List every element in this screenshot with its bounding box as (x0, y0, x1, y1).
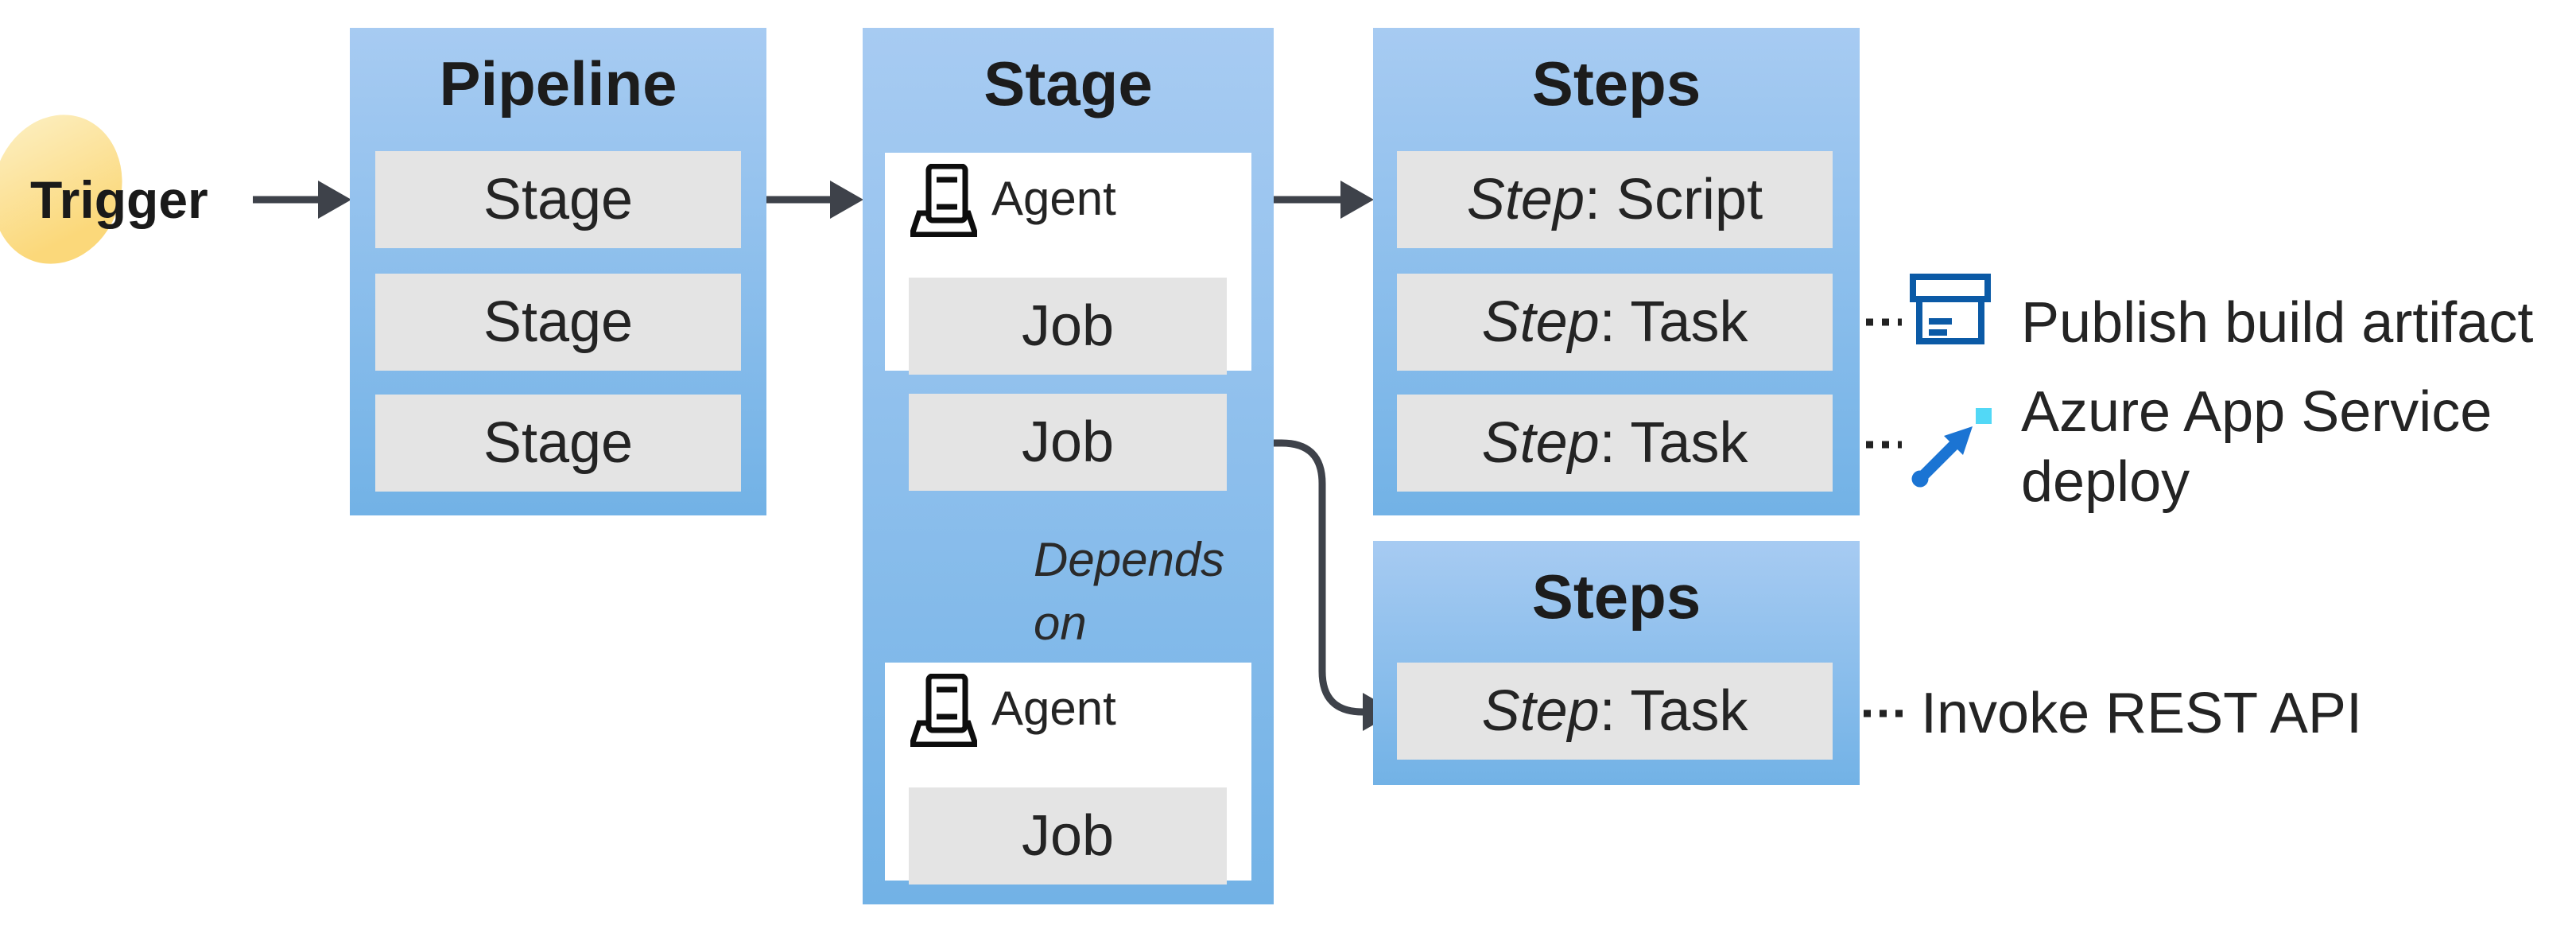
agent-icon (910, 674, 977, 747)
step-prefix: Step (1481, 411, 1600, 475)
steps-title: Steps (1531, 49, 1701, 119)
step-prefix: Step (1481, 290, 1600, 354)
azure-app-service-deploy-line1: Azure App Service (2021, 380, 2493, 444)
steps-secondary-box: Steps Step: Task (1373, 541, 1860, 785)
step-suffix: : Task (1599, 290, 1748, 354)
agent-group: Agent Job (885, 153, 1251, 375)
steps-box: Steps Step: Script Step: Task Step: Task (1373, 28, 1860, 515)
pipeline-stage-row: Stage (375, 395, 741, 492)
job-row: Job (909, 394, 1227, 491)
stage-title: Stage (983, 49, 1153, 119)
job-row: Job (909, 787, 1227, 885)
agent-group: Agent Job (885, 663, 1251, 885)
step-suffix: : Task (1599, 411, 1748, 475)
step-row: Step: Task (1397, 395, 1833, 492)
publish-build-artifact-icon (1910, 274, 1991, 344)
step-suffix: : Script (1585, 168, 1763, 231)
pipeline-to-stage-arrow (766, 181, 863, 219)
pipeline-box: Pipeline Stage Stage Stage (350, 28, 766, 515)
step-prefix: Step (1481, 679, 1600, 743)
step-row: Step: Task (1397, 663, 1833, 760)
job-row: Job (909, 278, 1227, 375)
depends-on-line1: Depends (1034, 533, 1225, 586)
step-row: Step: Task (1397, 274, 1833, 371)
pipeline-title: Pipeline (439, 49, 677, 119)
trigger-label: Trigger (30, 170, 208, 229)
pipeline-stage-row: Stage (375, 151, 741, 248)
azure-app-service-deploy-line2: deploy (2021, 450, 2190, 514)
step-suffix: : Task (1599, 679, 1748, 743)
step-row: Step: Script (1397, 151, 1833, 248)
depends-on-label: Depends on (1034, 528, 1224, 655)
depends-on-line2: on (1034, 597, 1087, 650)
agent-label: Agent (991, 172, 1116, 225)
azure-app-service-deploy-label: Azure App Service deploy (2021, 377, 2492, 517)
stage-box: Stage Agent Job Job Agent Job (863, 28, 1274, 904)
steps-title: Steps (1531, 562, 1701, 632)
azure-app-service-deploy-icon (1911, 408, 1992, 488)
step-prefix: Step (1466, 168, 1585, 231)
publish-build-artifact-label: Publish build artifact (2021, 291, 2534, 355)
pipeline-stage-row: Stage (375, 274, 741, 371)
trigger-arrow (253, 181, 351, 219)
invoke-rest-api-label: Invoke REST API (1921, 682, 2362, 745)
agent-label: Agent (991, 682, 1116, 735)
agent-icon (910, 164, 977, 237)
